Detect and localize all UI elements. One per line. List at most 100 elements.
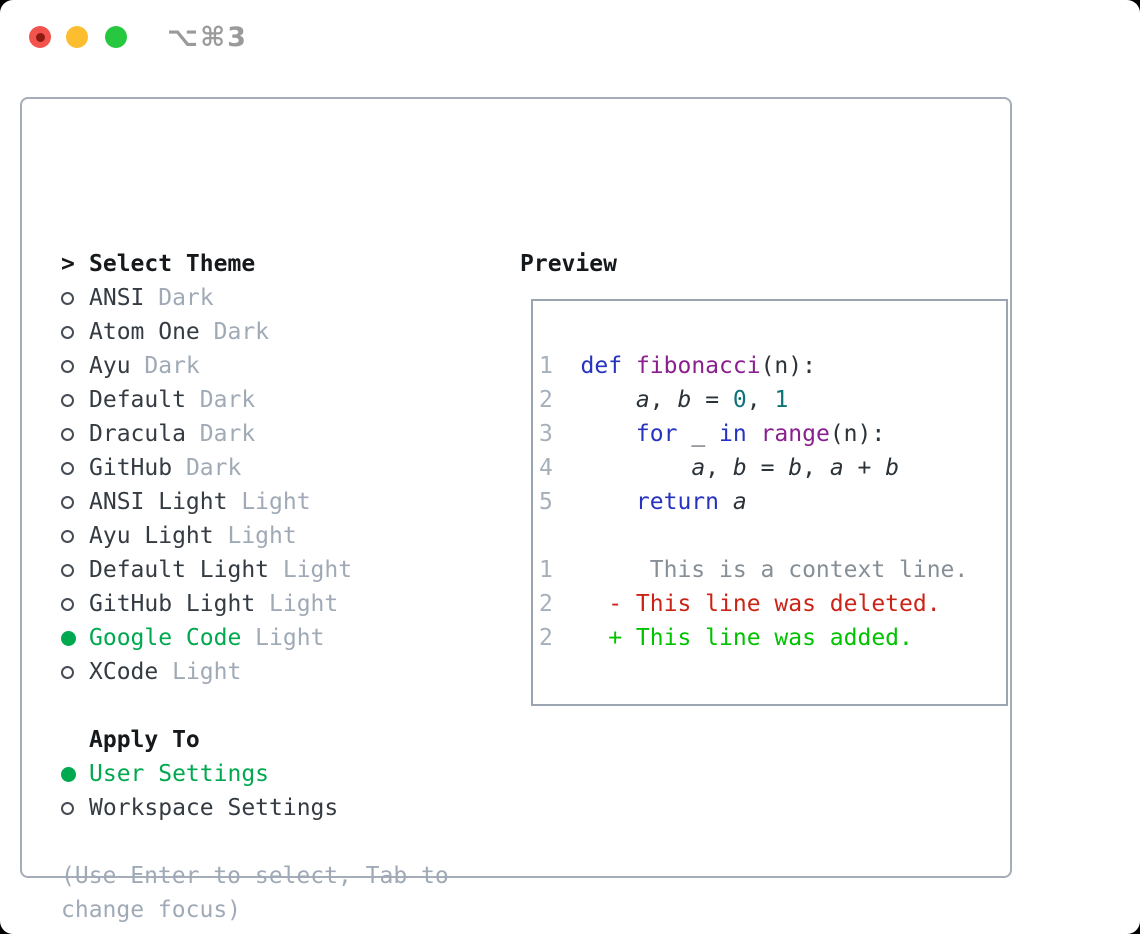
code-segment: - This line was deleted. bbox=[608, 591, 941, 617]
apply-option-label: User Settings bbox=[89, 761, 270, 787]
window-title: ⌥⌘3 bbox=[167, 22, 248, 53]
window-titlebar: ⌥⌘3 bbox=[0, 0, 1140, 74]
code-segment: a bbox=[691, 455, 706, 481]
code-segment: = bbox=[691, 387, 733, 413]
code-segment: , bbox=[705, 455, 733, 481]
radio-icon bbox=[61, 325, 74, 339]
radio-icon bbox=[61, 563, 74, 577]
radio-icon bbox=[61, 495, 74, 509]
theme-item[interactable]: Default Light Light bbox=[61, 553, 449, 587]
radio-icon bbox=[61, 665, 74, 679]
preview-title: Preview bbox=[520, 251, 617, 277]
code-segment: b bbox=[732, 455, 747, 481]
line-number: 2 bbox=[539, 591, 553, 617]
code-segment: in bbox=[719, 421, 747, 447]
theme-name: Default bbox=[89, 387, 186, 413]
theme-variant-label: Dark bbox=[199, 319, 270, 345]
radio-icon bbox=[61, 597, 74, 611]
theme-variant-label: Dark bbox=[144, 285, 214, 311]
apply-to-title: Apply To bbox=[89, 727, 200, 753]
code-segment: + This line was added. bbox=[608, 625, 913, 651]
radio-icon bbox=[61, 393, 74, 407]
theme-item[interactable]: ANSI Light Light bbox=[61, 485, 449, 519]
theme-name: Atom One bbox=[89, 319, 200, 345]
theme-item[interactable]: GitHub Light Light bbox=[61, 587, 449, 621]
theme-variant-label: Light bbox=[255, 591, 339, 617]
theme-item[interactable]: ANSI Dark bbox=[61, 281, 449, 315]
theme-name: GitHub bbox=[89, 455, 173, 481]
theme-variant-label: Dark bbox=[185, 421, 256, 447]
code-segment: fibonacci bbox=[635, 353, 761, 379]
theme-item[interactable]: XCode Light bbox=[61, 655, 449, 689]
code-segment: , bbox=[746, 387, 775, 413]
code-segment bbox=[581, 387, 636, 413]
close-button[interactable] bbox=[29, 26, 51, 48]
code-segment bbox=[719, 489, 733, 515]
theme-name: Google Code bbox=[89, 625, 242, 651]
code-segment: 0 bbox=[732, 387, 747, 413]
zoom-button[interactable] bbox=[105, 26, 127, 48]
theme-item[interactable]: Atom One Dark bbox=[61, 315, 449, 349]
theme-name: Default Light bbox=[89, 557, 270, 583]
radio-icon bbox=[61, 291, 74, 305]
help-text: change focus) bbox=[61, 897, 242, 923]
preview-line: 3 for _ in range(n): bbox=[539, 417, 1006, 451]
preview-line: 2 - This line was deleted. bbox=[539, 587, 1006, 621]
theme-variant-label: Light bbox=[213, 523, 297, 549]
preview-line: 5 return a bbox=[539, 485, 1006, 519]
line-number: 1 bbox=[539, 557, 553, 583]
theme-variant-label: Light bbox=[269, 557, 353, 583]
theme-item[interactable]: Google Code Light bbox=[61, 621, 449, 655]
theme-name: Dracula bbox=[89, 421, 186, 447]
code-segment: 1 bbox=[774, 387, 789, 413]
code-segment bbox=[747, 421, 761, 447]
theme-name: GitHub Light bbox=[89, 591, 256, 617]
code-segment: return bbox=[635, 489, 720, 515]
code-segment bbox=[622, 353, 636, 379]
line-number: 3 bbox=[539, 421, 553, 447]
code-segment bbox=[581, 455, 692, 481]
apply-to-header: Apply To bbox=[61, 723, 449, 757]
apply-option[interactable]: Workspace Settings bbox=[61, 791, 449, 825]
line-number: 1 bbox=[539, 353, 553, 379]
code-segment: range bbox=[760, 421, 830, 447]
radio-icon bbox=[61, 529, 74, 543]
code-segment: , bbox=[802, 455, 830, 481]
code-segment: b bbox=[677, 387, 692, 413]
code-segment: a bbox=[829, 455, 844, 481]
apply-option-label: Workspace Settings bbox=[89, 795, 339, 821]
theme-variant-label: Light bbox=[227, 489, 311, 515]
code-segment: a bbox=[635, 387, 650, 413]
select-theme-title: Select Theme bbox=[89, 251, 256, 277]
theme-item[interactable]: Ayu Light Light bbox=[61, 519, 449, 553]
code-segment: b bbox=[788, 455, 803, 481]
theme-item[interactable]: Ayu Dark bbox=[61, 349, 449, 383]
line-number: 5 bbox=[539, 489, 553, 515]
gap bbox=[61, 689, 449, 723]
code-segment: b bbox=[885, 455, 900, 481]
theme-item[interactable]: GitHub Dark bbox=[61, 451, 449, 485]
theme-item[interactable]: Default Dark bbox=[61, 383, 449, 417]
theme-item[interactable]: Dracula Dark bbox=[61, 417, 449, 451]
apply-option[interactable]: User Settings bbox=[61, 757, 449, 791]
code-segment: a bbox=[732, 489, 747, 515]
selected-radio-icon bbox=[61, 766, 76, 782]
code-segment: for bbox=[635, 421, 678, 447]
preview-line: 2 + This line was added. bbox=[539, 621, 1006, 655]
radio-icon bbox=[61, 359, 74, 373]
code-segment: _ bbox=[677, 421, 720, 447]
close-modified-dot-icon bbox=[35, 32, 45, 42]
theme-name: XCode bbox=[89, 659, 159, 685]
minimize-button[interactable] bbox=[66, 26, 88, 48]
radio-icon bbox=[61, 801, 74, 815]
code-segment: + bbox=[843, 455, 886, 481]
blank-line bbox=[539, 519, 1006, 553]
theme-name: ANSI bbox=[89, 285, 145, 311]
theme-variant-label: Light bbox=[158, 659, 242, 685]
